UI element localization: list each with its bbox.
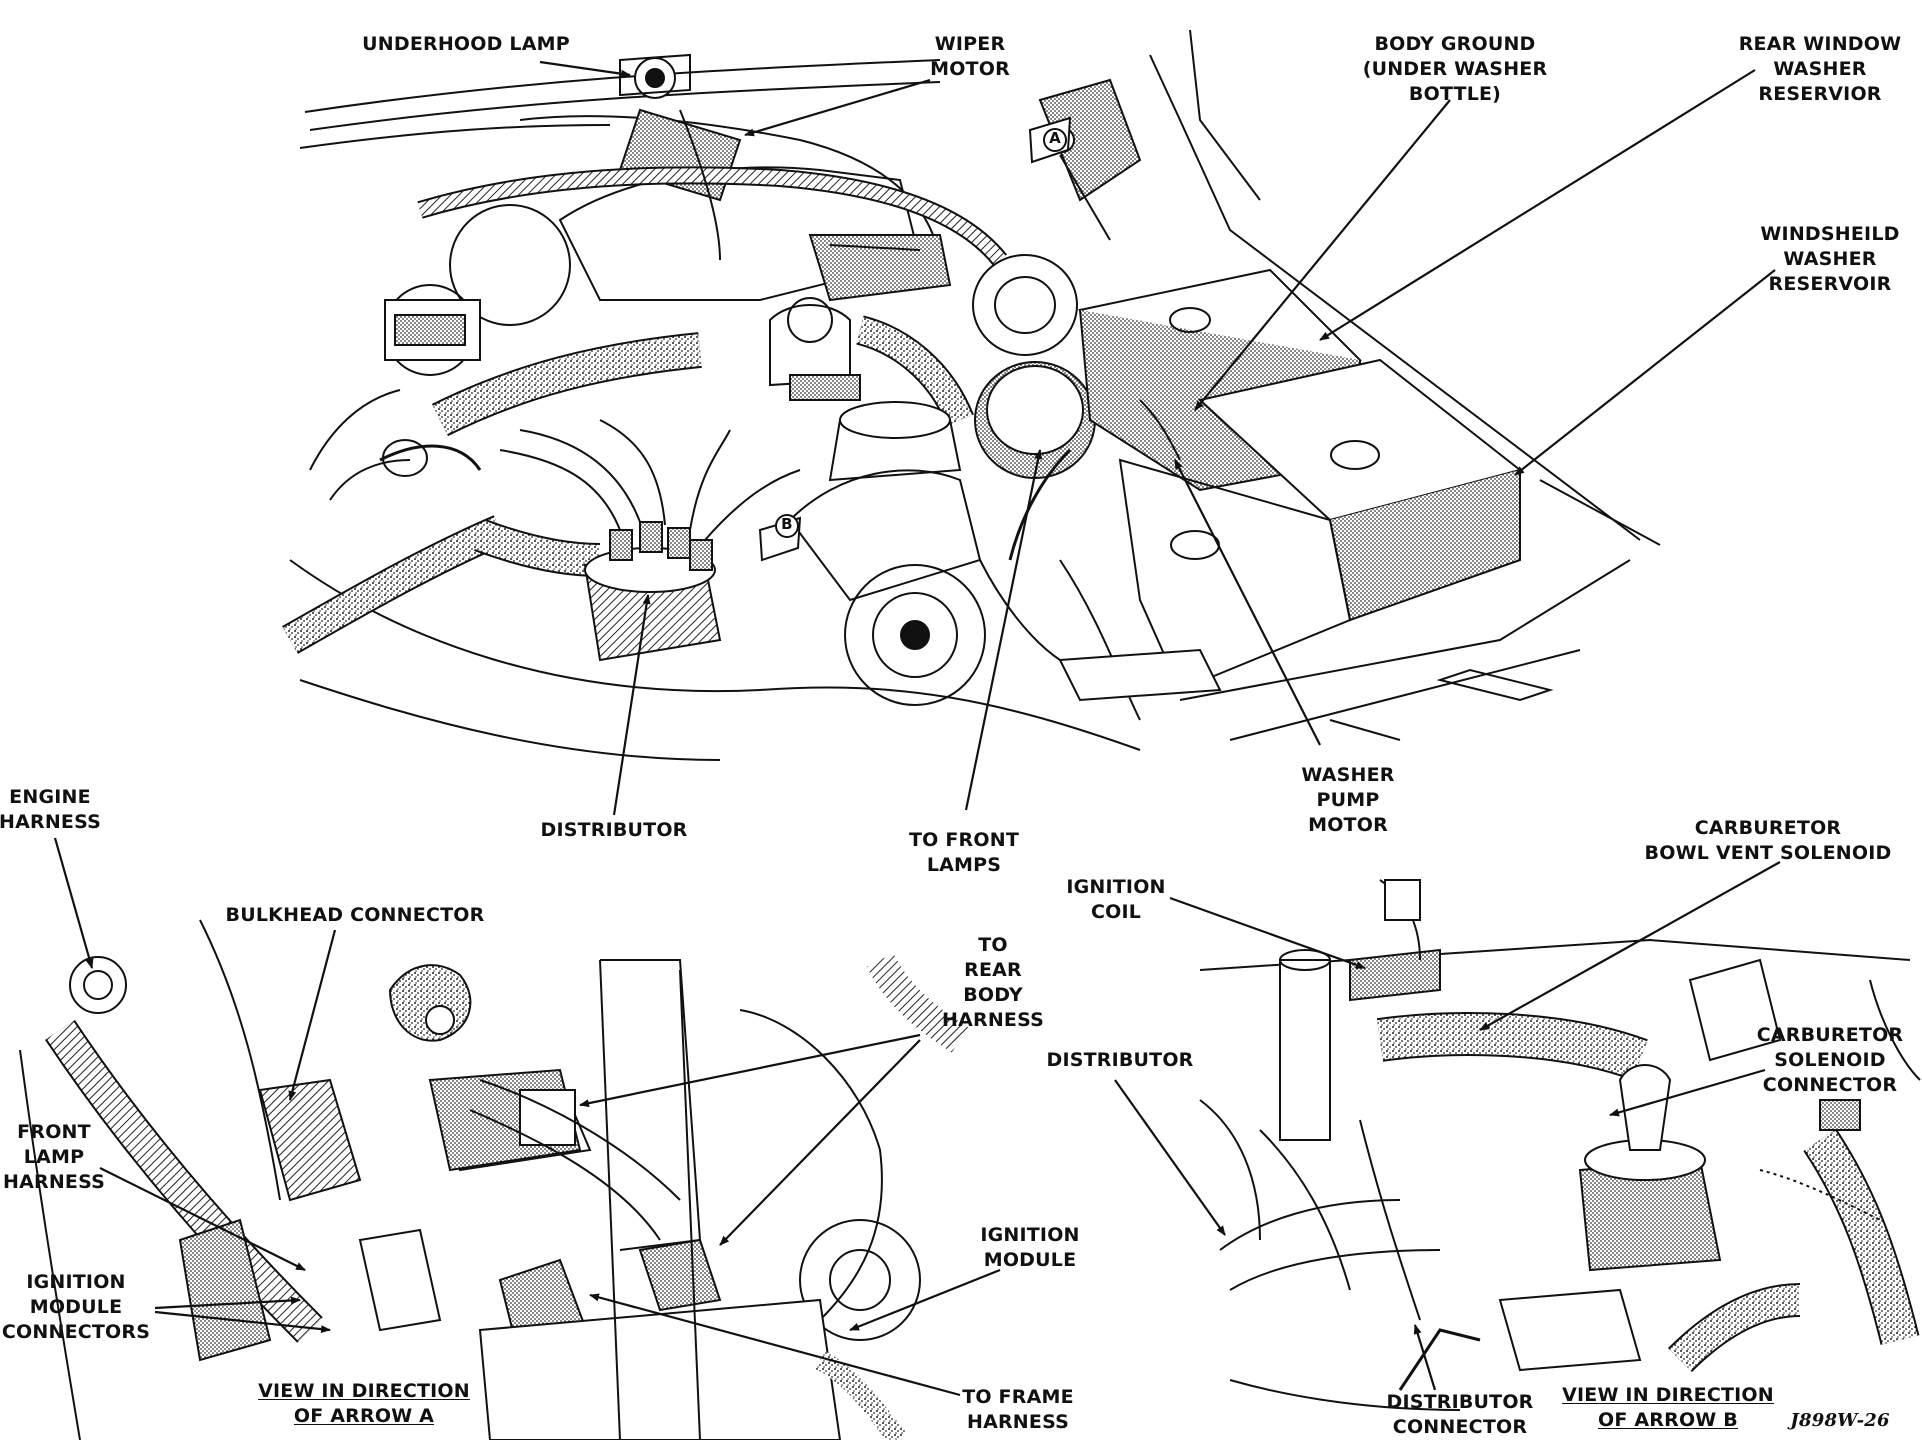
label-distributor-connector: DISTRIBUTOR CONNECTOR: [1386, 1391, 1534, 1438]
label-bulkhead-connector: BULKHEAD CONNECTOR: [225, 904, 485, 926]
view-b-leader-lines: [1114, 861, 1781, 1391]
label-ignition-module: IGNITION MODULE: [980, 1224, 1080, 1271]
view-a-leader-lines: [53, 837, 1001, 1397]
distributor-caps: [609, 521, 713, 571]
label-to-rear-body-harness: TO REAR BODY HARNESS: [941, 934, 1045, 1031]
label-body-ground: BODY GROUND (UNDER WASHER BOTTLE): [1362, 33, 1548, 105]
label-figure-code: J898W-26: [1790, 1410, 1890, 1431]
label-wiper-motor: WIPER MOTOR: [930, 33, 1010, 80]
label-washer-pump-motor: WASHER PUMP MOTOR: [1301, 764, 1395, 836]
view-b-drawing: [1199, 879, 1921, 1411]
label-distributor-right: DISTRIBUTOR: [1046, 1049, 1194, 1071]
label-distributor-top: DISTRIBUTOR: [540, 819, 688, 841]
label-windsheild-washer-reservoir: WINDSHEILD WASHER RESERVOIR: [1760, 223, 1900, 295]
label-ignition-coil: IGNITION COIL: [1066, 876, 1166, 923]
label-ignition-module-connectors: IGNITION MODULE CONNECTORS: [1, 1271, 151, 1343]
label-view-arrow-b: VIEW IN DIRECTION OF ARROW B: [1562, 1384, 1774, 1431]
engine-bay-drawing: [282, 29, 1661, 761]
arrow-b-letter: B: [781, 515, 793, 533]
label-rear-window-washer-reservior: REAR WINDOW WASHER RESERVIOR: [1738, 33, 1902, 105]
label-view-arrow-a: VIEW IN DIRECTION OF ARROW A: [258, 1380, 470, 1427]
top-leader-lines: [539, 60, 1776, 816]
label-engine-harness: ENGINE HARNESS: [0, 786, 102, 833]
arrow-a-letter: A: [1049, 129, 1061, 147]
label-front-lamp-harness: FRONT LAMP HARNESS: [2, 1121, 106, 1193]
view-a-drawing: [19, 919, 969, 1440]
label-to-frame-harness: TO FRAME HARNESS: [962, 1386, 1074, 1433]
label-carburetor-bowl-vent-solenoid: CARBURETOR BOWL VENT SOLENOID: [1644, 817, 1892, 864]
label-to-front-lamps: TO FRONT LAMPS: [909, 829, 1019, 876]
arrow-a-marker: [1028, 116, 1072, 164]
label-carburetor-solenoid-connector: CARBURETOR SOLENOID CONNECTOR: [1756, 1024, 1904, 1096]
arrow-b-marker: [758, 514, 802, 562]
label-underhood-lamp: UNDERHOOD LAMP: [362, 33, 570, 55]
